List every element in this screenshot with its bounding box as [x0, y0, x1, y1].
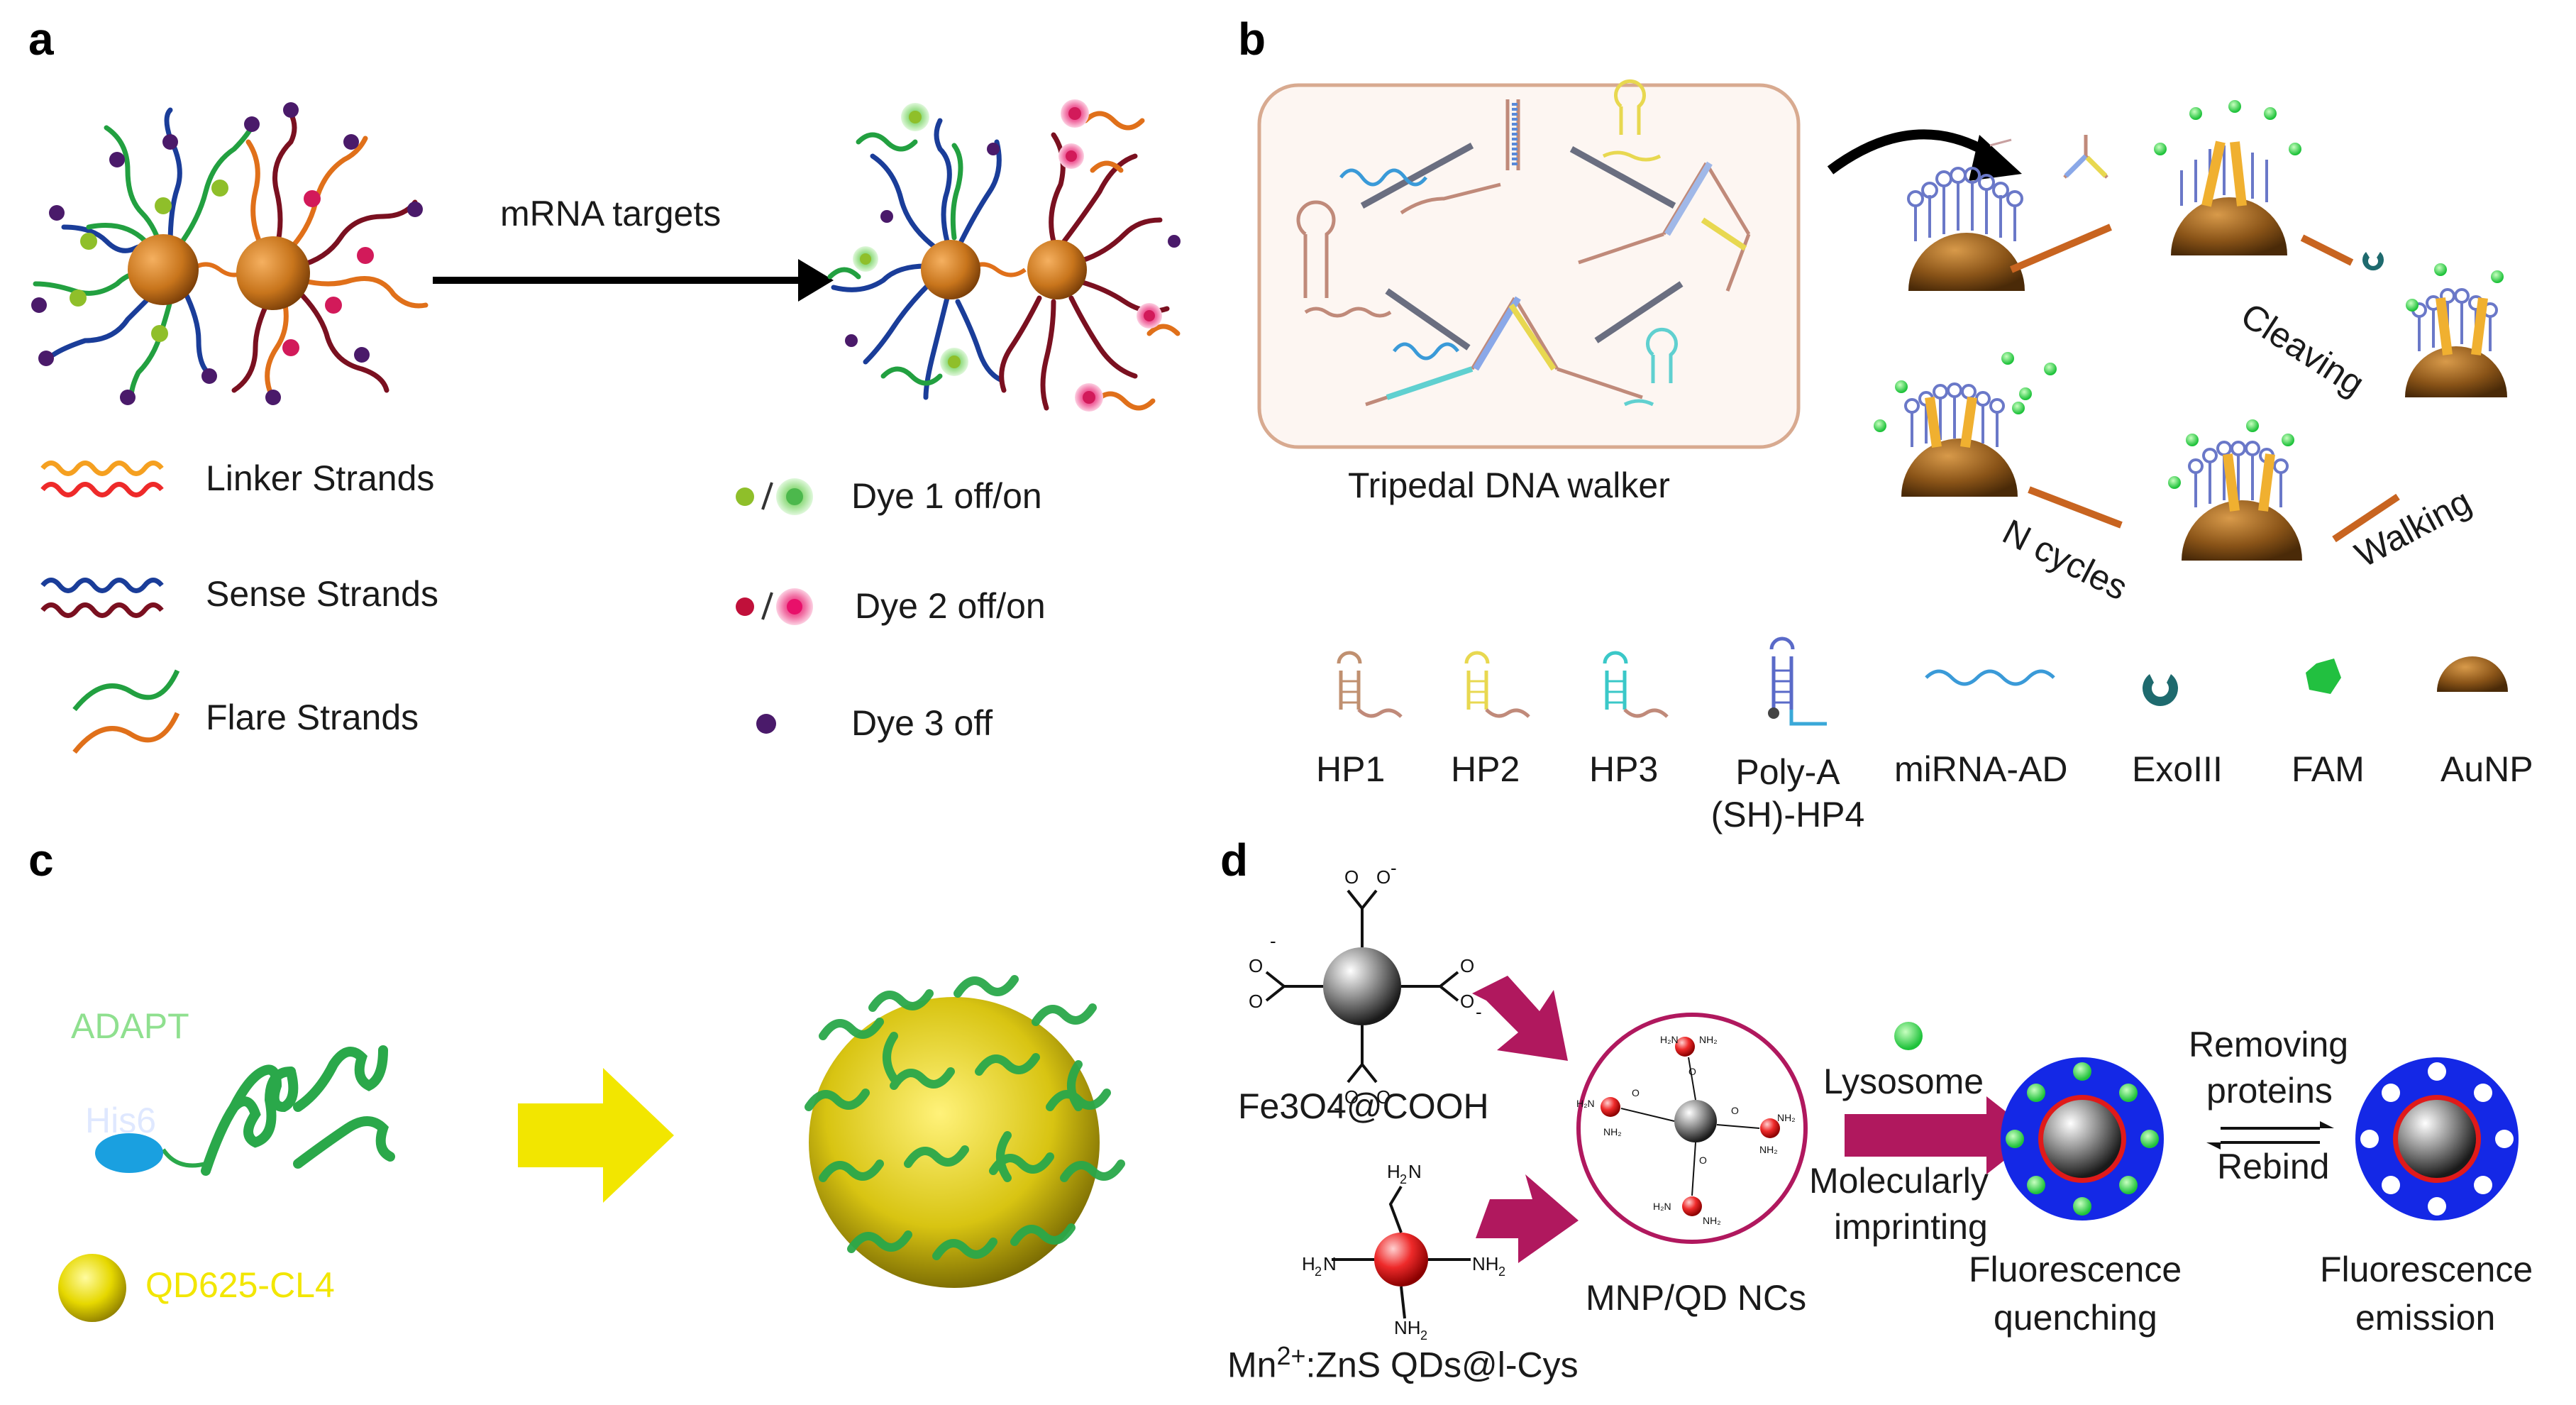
svg-text:O: O	[1731, 1105, 1739, 1116]
svg-text:H₂N: H₂N	[1653, 1201, 1671, 1212]
mrna-targets-label: mRNA targets	[500, 194, 722, 233]
fe3o4-cooh-label: Fe3O4@COOH	[1238, 1086, 1489, 1126]
svg-text:O: O	[1344, 1086, 1359, 1108]
plus-sign: +	[216, 1186, 248, 1246]
svg-text:O: O	[1688, 1066, 1696, 1077]
rebind-label: Rebind	[2217, 1147, 2330, 1186]
svg-text:H: H	[1302, 1253, 1315, 1274]
svg-text:2: 2	[1420, 1328, 1427, 1343]
svg-text:O: O	[1376, 866, 1391, 888]
svg-text:O: O	[1344, 866, 1359, 888]
legend-flare-strands: Flare Strands	[206, 698, 419, 737]
panel-a-letter: a	[28, 13, 54, 65]
panel-a-graphics	[31, 99, 1181, 754]
mnp-qd-ncs-label: MNP/QD NCs	[1586, 1278, 1807, 1318]
tripedal-dna-walker-caption: Tripedal DNA walker	[1348, 465, 1670, 505]
svg-text:NH₂: NH₂	[1603, 1126, 1622, 1137]
svg-text:O: O	[1460, 991, 1474, 1012]
adapt-label: ADAPT	[71, 1006, 189, 1046]
legend-linker-strands: Linker Strands	[206, 458, 435, 498]
svg-text:H: H	[1387, 1161, 1400, 1182]
legend-dye-2: Dye 2 off/on	[855, 586, 1046, 626]
legend-hp2: HP2	[1451, 749, 1520, 789]
proteins-label: proteins	[2206, 1071, 2333, 1111]
legend-fam: FAM	[2292, 749, 2365, 789]
svg-text:-: -	[1270, 930, 1276, 952]
svg-text:NH: NH	[1472, 1253, 1499, 1274]
his6-label: His6	[85, 1101, 157, 1140]
legend-mirna-ad: miRNA-AD	[1894, 749, 2068, 789]
fluorescence-emission-line1: Fluorescence	[2320, 1250, 2533, 1289]
svg-text:O: O	[1460, 955, 1474, 976]
svg-text:O: O	[1699, 1155, 1707, 1166]
svg-text:N: N	[1408, 1161, 1422, 1182]
imprinting-label: imprinting	[1834, 1207, 1988, 1247]
legend-dye-3: Dye 3 off	[851, 703, 993, 743]
legend-dye-1: Dye 1 off/on	[851, 476, 1042, 516]
svg-text:O: O	[1249, 991, 1263, 1012]
svg-text:NH₂: NH₂	[1703, 1215, 1721, 1226]
panel-c-letter: c	[28, 834, 54, 886]
svg-text:NH₂: NH₂	[1759, 1144, 1778, 1155]
svg-text:O: O	[1632, 1087, 1640, 1098]
svg-text:H₂N: H₂N	[1660, 1034, 1679, 1045]
svg-text:N: N	[1323, 1253, 1337, 1274]
svg-text:NH₂: NH₂	[1699, 1034, 1718, 1045]
svg-text:-: -	[1391, 857, 1397, 878]
legend-hp1: HP1	[1316, 749, 1386, 789]
mn-zns-qds-label: Mn2+:ZnS QDs@l-Cys	[1227, 1341, 1579, 1385]
fluorescence-quenching-line1: Fluorescence	[1969, 1250, 2182, 1289]
legend-exoiii: ExoIII	[2132, 749, 2223, 789]
svg-text:-: -	[1334, 1097, 1340, 1118]
legend-poly-a-hp4: Poly-A (SH)-HP4	[1710, 752, 1865, 834]
svg-text:H₂N: H₂N	[1576, 1098, 1595, 1109]
svg-text:2: 2	[1315, 1264, 1322, 1279]
fluorescence-quenching-line2: quenching	[1994, 1298, 2157, 1338]
svg-text:2: 2	[1400, 1172, 1407, 1186]
molecularly-label: Molecularly	[1809, 1161, 1989, 1201]
lysosome-label: Lysosome	[1823, 1062, 1984, 1101]
removing-label: Removing	[2189, 1025, 2349, 1064]
legend-hp3: HP3	[1589, 749, 1659, 789]
svg-text:O: O	[1249, 955, 1263, 976]
panel-b-graphics	[1257, 79, 2508, 726]
svg-text:NH₂: NH₂	[1777, 1112, 1796, 1123]
qd625-cl4-label: QD625-CL4	[145, 1265, 335, 1305]
legend-aunp: AuNP	[2440, 749, 2533, 789]
legend-sense-strands: Sense Strands	[206, 574, 438, 614]
panel-d-letter: d	[1220, 834, 1249, 886]
fluorescence-emission-line2: emission	[2355, 1298, 2496, 1338]
panel-c-graphics	[58, 975, 1125, 1322]
svg-text:NH: NH	[1394, 1317, 1421, 1338]
svg-text:2: 2	[1498, 1264, 1505, 1279]
panel-b-letter: b	[1238, 13, 1266, 65]
svg-text:O: O	[1376, 1086, 1391, 1108]
svg-text:-: -	[1476, 1001, 1482, 1023]
